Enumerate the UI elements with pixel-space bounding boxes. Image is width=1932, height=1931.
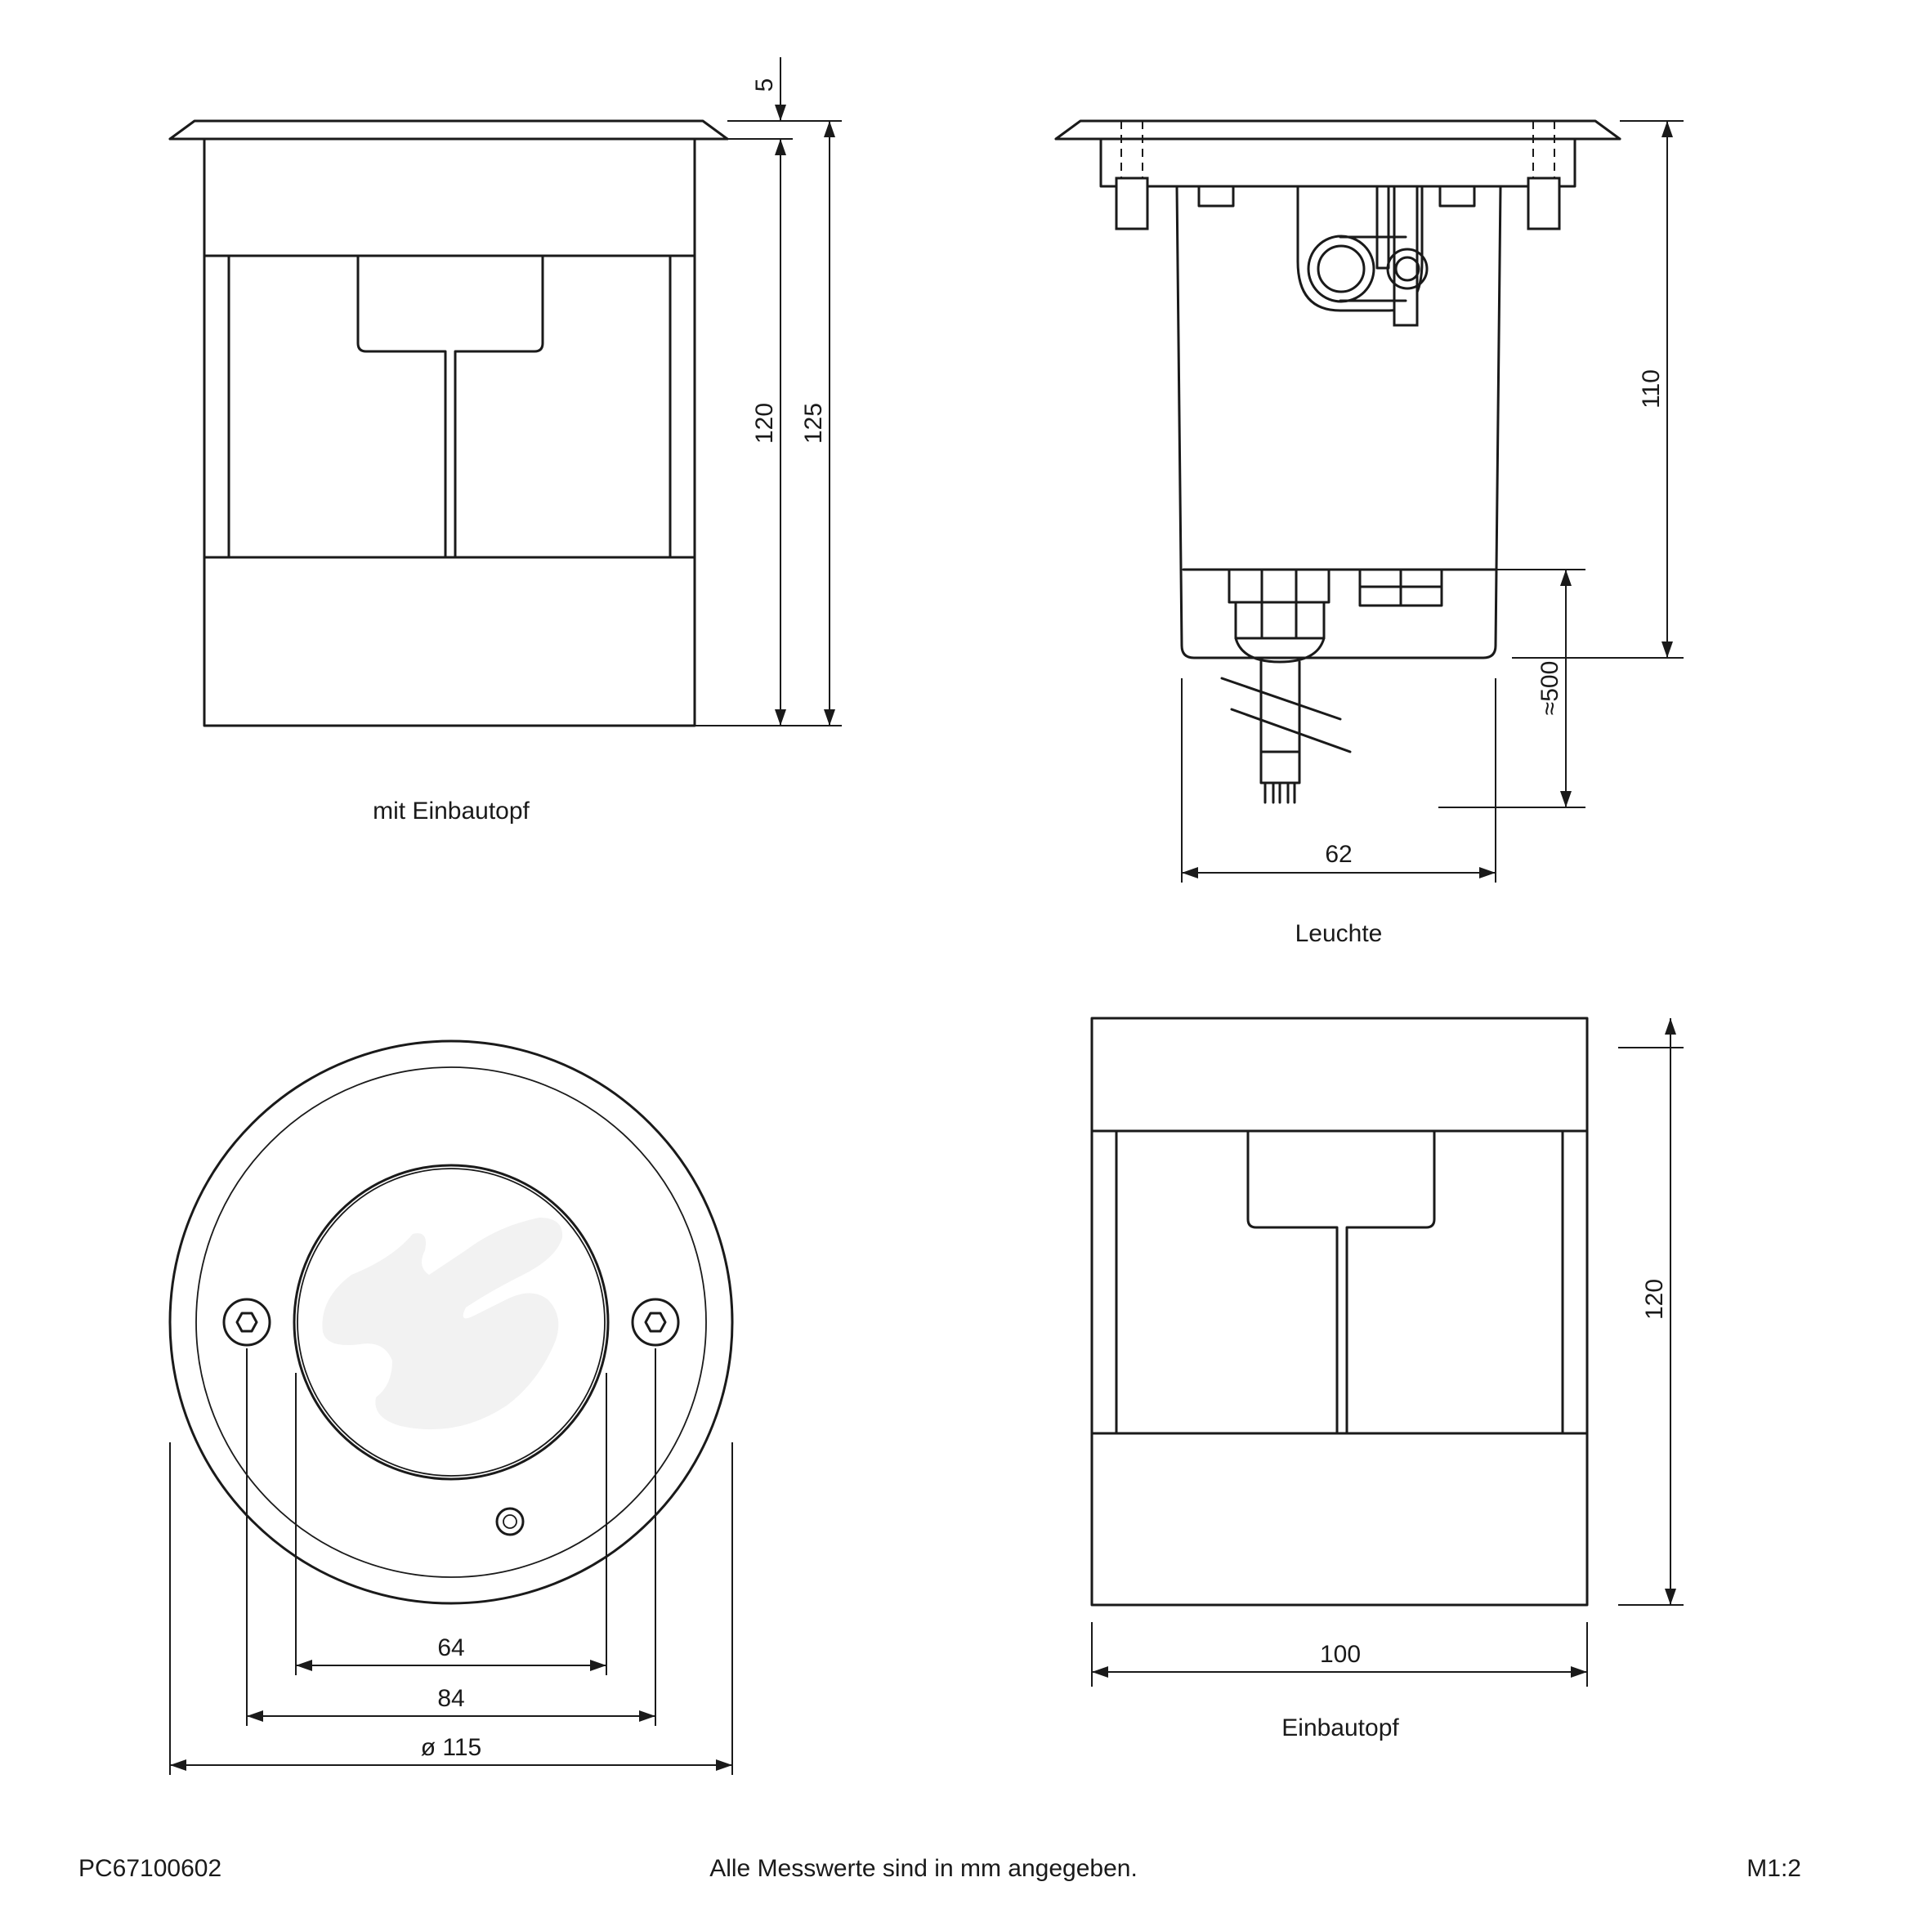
inner-ring xyxy=(195,1066,707,1578)
view-housing: 120 100 Einbautopf xyxy=(1090,1017,1684,1741)
dim-pot-width: 100 xyxy=(1320,1641,1361,1668)
small-screw xyxy=(495,1507,525,1536)
dim-lip: 5 xyxy=(751,78,778,92)
housing-panel-right xyxy=(454,254,672,559)
lens-reflection xyxy=(322,1218,563,1430)
screw-right xyxy=(631,1298,680,1347)
dim-cable-length: ≈500 xyxy=(1536,661,1563,716)
caption-with-housing: mit Einbautopf xyxy=(373,798,530,825)
outer-ring xyxy=(168,1039,734,1605)
units-note: Alle Messwerte sind in mm angegeben. xyxy=(709,1855,1138,1882)
luminaire-flange xyxy=(1054,119,1621,141)
flange-lip xyxy=(168,119,729,141)
article-number: PC67100602 xyxy=(78,1855,221,1882)
caption-luminaire: Leuchte xyxy=(1295,920,1383,947)
dim-screws: 84 xyxy=(437,1685,464,1712)
pivot-small xyxy=(1386,248,1429,290)
view-with-housing: 5 120 125 mit Einbautopf xyxy=(168,57,842,825)
housing-panel-left xyxy=(227,254,447,559)
cable xyxy=(1259,660,1301,753)
dim-lens: 64 xyxy=(437,1634,464,1661)
housing-pot xyxy=(1090,1017,1589,1607)
lens xyxy=(293,1164,610,1481)
housing-body xyxy=(203,137,696,727)
cable-gland xyxy=(1234,601,1326,640)
pot-panel-right xyxy=(1345,1129,1564,1435)
dim-luminaire-width: 62 xyxy=(1325,841,1352,868)
pot-panel-left xyxy=(1115,1129,1339,1435)
fixing-pin-left xyxy=(1115,177,1149,230)
caption-housing: Einbautopf xyxy=(1281,1714,1399,1741)
dim-body-height: 120 xyxy=(751,403,778,444)
screw-left xyxy=(222,1298,271,1347)
scale: M1:2 xyxy=(1746,1855,1801,1882)
dim-diameter: ø 115 xyxy=(421,1734,482,1761)
view-top: 64 84 ø 115 xyxy=(168,1039,734,1775)
footer: PC67100602 Alle Messwerte sind in mm ang… xyxy=(78,1855,1801,1882)
dim-luminaire-height: 110 xyxy=(1638,369,1665,409)
fixing-pin-right xyxy=(1527,177,1561,230)
dim-total-height: 125 xyxy=(800,403,827,444)
dim-pot-height: 120 xyxy=(1641,1279,1668,1320)
luminaire-body xyxy=(1175,185,1502,659)
pivot-large xyxy=(1307,235,1375,303)
view-luminaire: 110 ≈500 62 Leuchte xyxy=(1054,119,1684,947)
